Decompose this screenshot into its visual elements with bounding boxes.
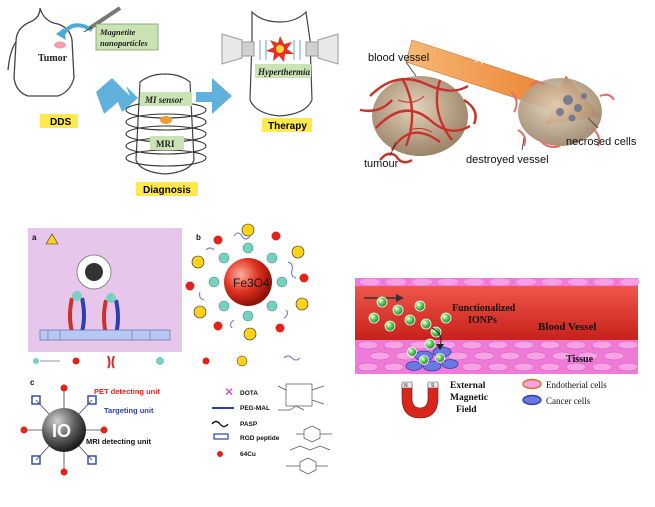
- svg-text:DOTA: DOTA: [240, 390, 258, 397]
- svg-text:PASP: PASP: [240, 421, 258, 428]
- radiation-warning-icon: [45, 233, 59, 245]
- label-io: IO: [52, 421, 71, 441]
- svg-text:Cancer cells: Cancer cells: [546, 396, 591, 406]
- label-fe3o4: Fe3O4: [233, 276, 270, 290]
- functionalized-ionps: [368, 296, 452, 365]
- svg-text:RGD peptide: RGD peptide: [240, 435, 280, 442]
- radiation-icons: [191, 223, 309, 341]
- tumor-spot: [54, 41, 66, 49]
- box-magnetite: [95, 23, 159, 51]
- arrow-to-therapy: [196, 78, 232, 114]
- torso-outline-left: [13, 7, 75, 97]
- label-blood-vessel: Blood Vessel: [538, 321, 596, 333]
- hyperthermia-coil-right: [305, 33, 339, 65]
- svg-text:DDS: DDS: [50, 117, 71, 128]
- svg-text:MI sensor: MI sensor: [144, 95, 183, 105]
- torso-outline-middle: [135, 73, 195, 175]
- chem-legend: ✕ DOTA PEG-MAL PASP RGD peptide 64Cu: [211, 385, 280, 458]
- label-blood-vessel: blood vessel: [368, 52, 429, 64]
- panel-magnetic-targeting: Functionalized IONPs Blood Vessel Tissue…: [355, 278, 640, 419]
- svg-text:External: External: [450, 381, 486, 391]
- label-targeting-unit: Targeting unit: [104, 406, 154, 415]
- syringe-icon: [83, 6, 122, 33]
- svg-text:Magnetite: Magnetite: [99, 27, 136, 37]
- arrow-to-diagnosis: [96, 78, 138, 114]
- endothelial-cells: [357, 340, 639, 372]
- hyperthermia-coil-left: [221, 33, 255, 65]
- svg-text:a: a: [32, 233, 37, 242]
- svg-text:PEG-MAL: PEG-MAL: [240, 405, 270, 412]
- label-functionalized: Functionalized: [452, 303, 516, 314]
- label-destroyed-vessel: destroyed vessel: [466, 154, 549, 166]
- label-tumour: tumour: [364, 158, 399, 170]
- label-necrosed-cells: necrosed cells: [566, 136, 637, 148]
- pet-units: [20, 384, 108, 476]
- torso-outline-right: [249, 10, 313, 117]
- box-mri: [150, 136, 184, 150]
- label-mri-unit: MRI detecting unit: [86, 437, 151, 446]
- box-hyperthermia: [255, 64, 311, 78]
- svg-text:Hyperthermia: Hyperthermia: [257, 67, 310, 77]
- ring-beads: [208, 242, 288, 322]
- box-mi-sensor: [140, 92, 192, 106]
- tumour-mass: [372, 76, 468, 156]
- svg-text:Field: Field: [456, 405, 477, 415]
- svg-text:N: N: [404, 383, 408, 389]
- hsa-proteins: [198, 232, 297, 329]
- necrosed-cells-cluster: [556, 93, 587, 122]
- rgd-stars: [185, 231, 309, 333]
- injection-arrow: [60, 23, 94, 38]
- fe3o4-core: [224, 258, 272, 306]
- blood-vessels-left: [359, 77, 477, 164]
- label-pet-unit: PET detecting unit: [94, 387, 160, 396]
- magnet-icon: N S: [401, 381, 439, 419]
- svg-text:nanoparticles: nanoparticles: [100, 38, 148, 48]
- box-therapy: [262, 118, 312, 132]
- box-diagnosis: [136, 182, 198, 196]
- panel-nanoparticles: a b Fe3O4: [20, 223, 332, 476]
- chemical-structures: [277, 383, 332, 475]
- svg-text:MRI: MRI: [156, 139, 175, 149]
- svg-text:b: b: [196, 233, 201, 242]
- legend-endothelial-swatch: [522, 378, 542, 390]
- svg-text:64Cu: 64Cu: [240, 451, 256, 458]
- io-core: [42, 408, 86, 452]
- legend-cancer-swatch: [522, 394, 542, 406]
- svg-text:✕: ✕: [224, 385, 234, 399]
- cell-membrane: [39, 329, 171, 341]
- targeting-units: [31, 395, 97, 465]
- label-tumor: Tumor: [38, 53, 68, 64]
- box-dds: [40, 114, 78, 128]
- svg-text:Magnetic: Magnetic: [450, 393, 488, 403]
- svg-text:c: c: [30, 378, 35, 387]
- panel-tumour-hyperthermia: Hyperthermia blood vessel: [359, 39, 637, 170]
- label-tissue: Tissue: [566, 354, 594, 365]
- destroyed-vessels: [511, 81, 615, 149]
- panel-dds-diagnosis-therapy: Tumor Magnetite nanoparticles DDS MI sen…: [7, 6, 339, 196]
- svg-text:Diagnosis: Diagnosis: [143, 185, 191, 196]
- label-ionps: IONPs: [468, 315, 497, 326]
- svg-text:Therapy: Therapy: [268, 121, 307, 132]
- svg-text:S: S: [431, 383, 435, 389]
- legend-row-ab: [33, 355, 301, 369]
- svg-text:Endotherial cells: Endotherial cells: [546, 380, 607, 390]
